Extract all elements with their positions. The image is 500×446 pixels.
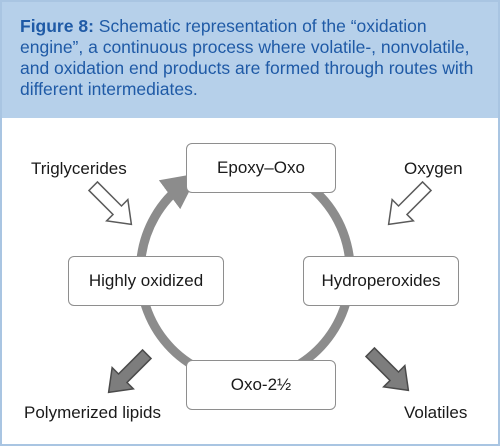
node-epoxy-oxo: Epoxy–Oxo (186, 143, 336, 193)
oxygen-arrow (387, 180, 433, 226)
label-polymerized-lipids: Polymerized lipids (24, 403, 161, 422)
label-triglycerides: Triglycerides (31, 159, 127, 178)
node-oxo: Oxo-2½ (186, 360, 336, 410)
label-volatiles: Volatiles (404, 403, 468, 422)
caption-label: Figure 8: (20, 16, 94, 36)
node-highly-oxidized: Highly oxidized (68, 256, 224, 306)
volatiles-arrow (364, 346, 410, 392)
caption-text: Figure 8: Schematic representation of th… (20, 16, 486, 100)
triglycerides-arrow (87, 180, 133, 226)
polymerized-lipids-arrow (107, 348, 153, 394)
figure-caption: Figure 8: Schematic representation of th… (2, 2, 498, 118)
node-hydroperoxides: Hydroperoxides (303, 256, 459, 306)
caption-body: Schematic representation of the “oxidati… (20, 16, 474, 99)
label-oxygen: Oxygen (404, 159, 463, 178)
